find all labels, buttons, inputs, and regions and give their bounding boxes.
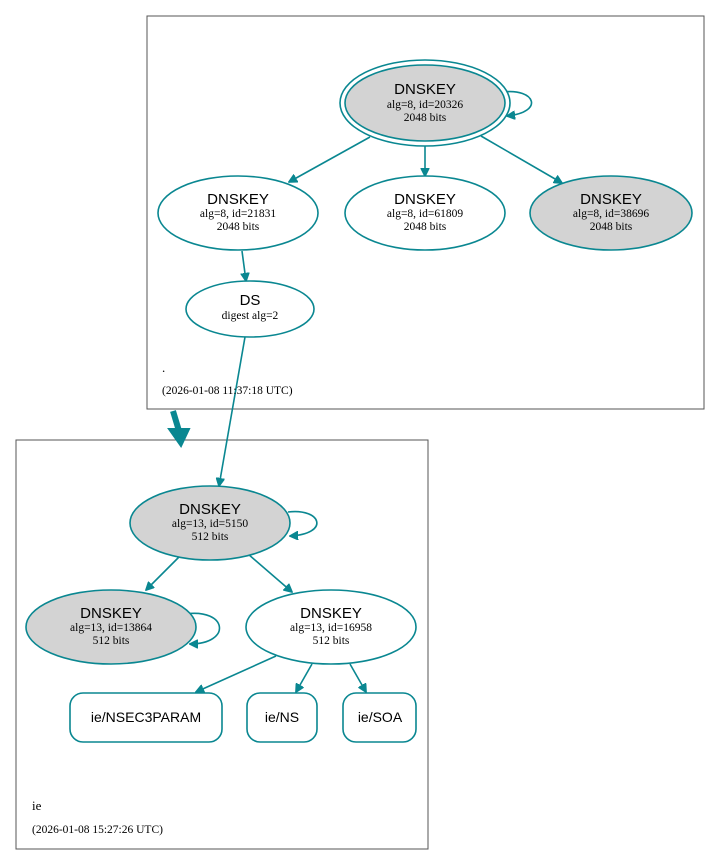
ie-ksk-type: DNSKEY [179, 501, 241, 518]
root-zsk3-alg: alg=8, id=38696 [573, 208, 649, 220]
ie-zone-timestamp: (2026-01-08 15:27:26 UTC) [32, 824, 163, 836]
ie-key2-type: DNSKEY [80, 605, 142, 622]
ie-zsk-to-soa-edge [349, 663, 366, 692]
root-zsk3-node: DNSKEY alg=8, id=38696 2048 bits [529, 175, 693, 251]
ie-key2-self-signature-edge [184, 612, 221, 644]
delegation-arrow-shaft [170, 410, 182, 432]
root-zsk3-type: DNSKEY [580, 191, 642, 208]
ie-nsec3param-rrset: ie/NSEC3PARAM [69, 692, 223, 743]
root-zone-timestamp: (2026-01-08 11:37:18 UTC) [162, 385, 293, 397]
ie-key2-bits: 512 bits [93, 635, 130, 647]
root-ksk-to-zsk3-edge [480, 135, 562, 183]
ie-zsk-type: DNSKEY [300, 605, 362, 622]
ds-node: DS digest alg=2 [185, 280, 315, 338]
root-ksk-alg: alg=8, id=20326 [387, 99, 463, 111]
root-zsk1-node: DNSKEY alg=8, id=21831 2048 bits [157, 175, 319, 251]
ds-digest: digest alg=2 [222, 310, 279, 322]
root-zsk3-bits: 2048 bits [590, 221, 633, 233]
root-zsk1-type: DNSKEY [207, 191, 269, 208]
ie-nsec3param-label: ie/NSEC3PARAM [91, 709, 201, 725]
root-zsk2-type: DNSKEY [394, 191, 456, 208]
ie-ksk-to-key2-edge [146, 555, 181, 590]
zsk1-to-ds-edge [242, 250, 246, 281]
delegation-arrow-head [167, 428, 191, 448]
ie-zsk-alg: alg=13, id=16958 [290, 622, 372, 634]
root-ksk-to-zsk1-edge [289, 136, 371, 182]
ie-ksk-bits: 512 bits [192, 531, 229, 543]
ie-soa-label: ie/SOA [358, 709, 403, 725]
root-zsk2-node: DNSKEY alg=8, id=61809 2048 bits [344, 175, 506, 251]
ie-ns-rrset: ie/NS [246, 692, 318, 743]
root-ksk-node: DNSKEY alg=8, id=20326 2048 bits [339, 59, 511, 147]
ie-key2-alg: alg=13, id=13864 [70, 622, 152, 634]
ds-to-ie-ksk-edge [219, 336, 246, 486]
ds-type: DS [240, 292, 261, 309]
root-ksk-self-signature-edge [502, 90, 533, 116]
ie-ksk-to-zsk-edge [247, 553, 292, 592]
ie-ksk-node: DNSKEY alg=13, id=5150 512 bits [129, 485, 291, 561]
ie-zsk-node: DNSKEY alg=13, id=16958 512 bits [245, 589, 417, 665]
root-zsk1-bits: 2048 bits [217, 221, 260, 233]
ie-zone-label: ie [32, 798, 42, 813]
root-zsk2-alg: alg=8, id=61809 [387, 208, 463, 220]
ie-soa-rrset: ie/SOA [342, 692, 417, 743]
ie-ksk-alg: alg=13, id=5150 [172, 518, 248, 530]
ie-zsk-bits: 512 bits [313, 635, 350, 647]
root-ksk-bits: 2048 bits [404, 112, 447, 124]
ie-key2-node: DNSKEY alg=13, id=13864 512 bits [25, 589, 197, 665]
root-ksk-type: DNSKEY [394, 81, 456, 98]
root-zone-label: . [162, 360, 165, 375]
ie-zsk-to-nsec3param-edge [196, 655, 277, 692]
ie-ns-label: ie/NS [265, 709, 299, 725]
root-zsk1-alg: alg=8, id=21831 [200, 208, 276, 220]
ie-ksk-self-signature-edge [287, 510, 318, 536]
ie-zsk-to-ns-edge [296, 663, 313, 692]
root-zsk2-bits: 2048 bits [404, 221, 447, 233]
